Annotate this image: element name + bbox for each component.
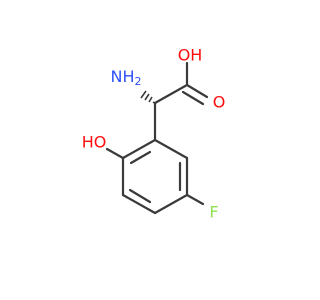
bond-alpha-carbon-to-carboxyl xyxy=(153,83,189,105)
atom-labels: NH2 OH O HO F xyxy=(82,46,226,222)
bonds xyxy=(105,61,209,215)
bond-carbonyl-2 xyxy=(181,90,205,106)
structure-svg: NH2 OH O HO F xyxy=(82,46,226,222)
atom-label-o-carbonyl: O xyxy=(213,93,226,112)
nh2-h: H xyxy=(122,67,134,86)
ring-bond-c6-c1 xyxy=(153,138,189,160)
ring-double-bond-inner-2 xyxy=(128,188,152,204)
atom-label-ho: HO xyxy=(82,133,107,152)
atom-label-f: F xyxy=(209,203,218,222)
bond-ring-to-ho xyxy=(105,147,125,160)
molecule-diagram: NH2 OH O HO F xyxy=(81,45,226,222)
bond-ring-to-f xyxy=(185,193,205,206)
ring-bond-c1-c2 xyxy=(121,138,157,160)
atom-label-nh2: NH2 xyxy=(111,67,142,88)
ring-bond-c3-c4 xyxy=(121,193,157,215)
nh2-subscript: 2 xyxy=(135,75,142,88)
ring-bond-c4-c5 xyxy=(153,193,189,215)
bond-carbonyl-1 xyxy=(185,83,209,99)
atom-label-oh-top: OH xyxy=(178,46,203,65)
ring-double-bond-inner-1 xyxy=(129,150,152,165)
stereo-hash-bond xyxy=(140,90,157,105)
nh2-n: N xyxy=(111,67,123,86)
